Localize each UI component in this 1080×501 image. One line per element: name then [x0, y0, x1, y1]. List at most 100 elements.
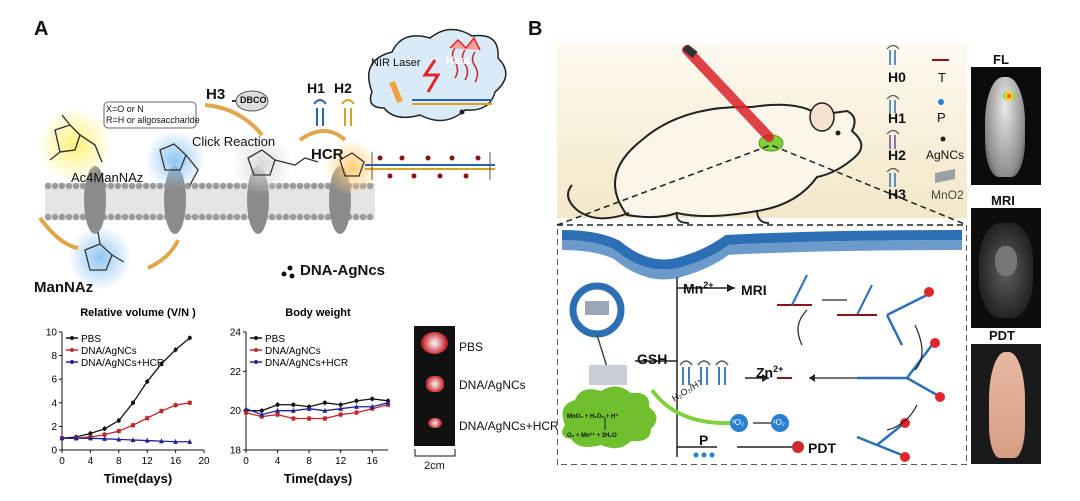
lipid-head: [44, 213, 52, 221]
series-line: [62, 402, 190, 439]
skull-icon: [792, 441, 804, 453]
panel-a-schematic: [37, 28, 507, 290]
panel-b-schematic: [557, 45, 967, 465]
data-point: [73, 435, 79, 441]
fl-image: [971, 67, 1041, 185]
agnc-dot: [377, 155, 383, 161]
mannaz-molecule: [68, 226, 132, 290]
tumor-hcr: [428, 418, 442, 428]
ac4mannaz-label: Ac4ManNAz: [71, 170, 144, 185]
mno2-reaction-cloud: [562, 386, 657, 449]
lipid-head: [233, 182, 241, 190]
lipid-head: [142, 213, 150, 221]
lipid-head: [324, 213, 332, 221]
data-point: [354, 410, 359, 415]
lipid-head: [303, 182, 311, 190]
x-tick-label: 16: [170, 456, 182, 467]
x-tick-label: 20: [198, 456, 210, 467]
lipid-head: [149, 182, 157, 190]
legend-h0: H0: [888, 69, 906, 85]
lipid-head: [121, 213, 129, 221]
legend-marker: [254, 336, 258, 340]
legend-label: DNA/AgNCs: [265, 346, 321, 357]
lipid-head: [191, 182, 199, 190]
data-point: [338, 406, 344, 411]
agnc-dot: [399, 155, 405, 161]
tumor-photo: [414, 326, 455, 446]
dna-agncs-label: DNA-AgNcs: [300, 262, 386, 279]
mri-organ: [995, 246, 1017, 276]
substituent-note: X=O or N R=H or allgosaccharlde: [106, 104, 200, 126]
lipid-head: [240, 213, 248, 221]
lipid-head: [212, 213, 220, 221]
p-label: P: [699, 432, 709, 448]
data-point: [131, 423, 135, 428]
lipid-head: [219, 213, 227, 221]
data-point: [275, 408, 281, 413]
lipid-head: [128, 182, 136, 190]
agnc-dot: [289, 273, 295, 279]
mn-charge: 2+: [703, 280, 714, 290]
data-point: [102, 436, 108, 441]
y-tick-label: 18: [230, 446, 242, 457]
data-point: [338, 412, 343, 417]
data-point: [306, 406, 312, 411]
lipid-head: [107, 182, 115, 190]
data-point: [259, 412, 265, 417]
hcr-product-molecule: [324, 140, 380, 196]
zn-charge: 2+: [773, 364, 784, 374]
mn-text: Mn: [683, 280, 704, 297]
data-point: [322, 416, 327, 421]
o2-arrow: [650, 388, 733, 426]
data-point: [130, 437, 136, 442]
agnc-dot: [281, 271, 287, 277]
lipid-head: [317, 213, 325, 221]
legend-symbols: [886, 45, 955, 187]
x-tick-label: 0: [243, 456, 249, 467]
series-line: [245, 404, 389, 420]
legend-label: PBS: [81, 334, 101, 345]
data-point: [88, 431, 93, 436]
nir-heat-cloud: [368, 28, 507, 122]
lipid-head: [226, 213, 234, 221]
hcr-label: HCR: [311, 146, 344, 163]
panel-b-letter: B: [528, 18, 543, 40]
metabolic-arrow: [147, 239, 180, 270]
agnc-dot: [437, 173, 443, 179]
legend-agncs: AgNCs: [926, 148, 965, 162]
o2-singlet-icon: [771, 414, 789, 432]
lipid-head: [296, 182, 304, 190]
data-point: [307, 416, 312, 421]
h1-label: H1: [307, 80, 325, 96]
hairpin-mixture: [679, 360, 729, 385]
data-point: [187, 439, 193, 444]
x-tick-label: 4: [275, 456, 281, 467]
x-tick-label: 12: [335, 456, 347, 467]
lipid-head: [289, 182, 297, 190]
lipid-head: [352, 213, 360, 221]
click-reaction-label: Click Reaction: [192, 134, 276, 149]
lipid-head: [219, 182, 227, 190]
lipid-head: [303, 213, 311, 221]
x-axis-label: Time(days): [104, 471, 172, 486]
lipid-head: [156, 213, 164, 221]
substituent-note-box: [103, 101, 197, 129]
lipid-head: [268, 213, 276, 221]
mri-arrow-label: MRI: [741, 282, 767, 298]
scale-bar-label: 2cm: [424, 460, 445, 472]
x-tick-label: 16: [367, 456, 379, 467]
data-point: [159, 361, 164, 366]
lipid-head: [366, 213, 374, 221]
series-line: [61, 337, 191, 439]
agnc-dot: [387, 173, 393, 179]
lipid-head: [310, 182, 318, 190]
o2-triplet-label: ³O₂: [732, 418, 744, 427]
agnc-dot: [411, 173, 417, 179]
data-point: [243, 406, 249, 411]
data-point: [145, 416, 150, 421]
photo-label-dna: DNA/AgNCs: [459, 378, 526, 392]
lipid-head: [72, 182, 80, 190]
legend-h2: H2: [888, 147, 906, 163]
data-point: [173, 403, 178, 408]
